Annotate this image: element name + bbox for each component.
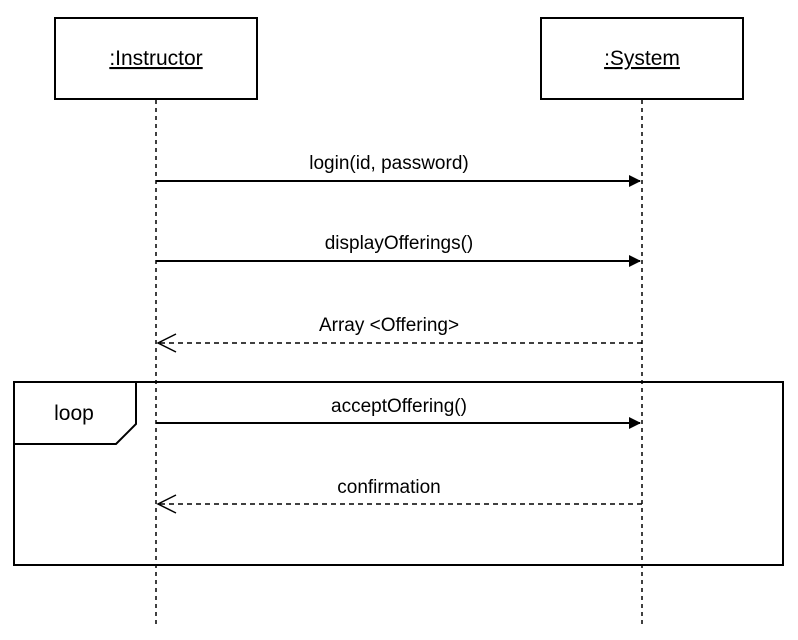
message-label: Array <Offering> (319, 315, 459, 336)
participant-box (54, 17, 258, 100)
message-label: acceptOffering() (331, 396, 467, 417)
open-arrowhead (156, 494, 177, 514)
participant-label: :System (604, 47, 680, 70)
loop-frame-label: loop (54, 402, 94, 425)
message-display-offerings[interactable]: displayOfferings() (156, 233, 641, 267)
message-array-offering-return[interactable]: Array <Offering> (156, 315, 642, 353)
loop-frame[interactable]: loop (13, 381, 784, 566)
message-label: displayOfferings() (325, 233, 474, 254)
participant-box (540, 17, 744, 100)
message-confirmation-return[interactable]: confirmation (156, 477, 642, 514)
message-label: confirmation (337, 477, 441, 498)
open-arrowhead (156, 333, 177, 353)
message-login[interactable]: login(id, password) (156, 153, 641, 187)
message-accept-offering[interactable]: acceptOffering() (156, 396, 641, 429)
participant-label: :Instructor (109, 47, 202, 70)
loop-frame-border (13, 381, 784, 566)
message-label: login(id, password) (309, 153, 468, 174)
participant-instructor[interactable]: :Instructor (54, 17, 258, 100)
loop-frame-tab (14, 382, 137, 445)
participant-system[interactable]: :System (540, 17, 744, 100)
